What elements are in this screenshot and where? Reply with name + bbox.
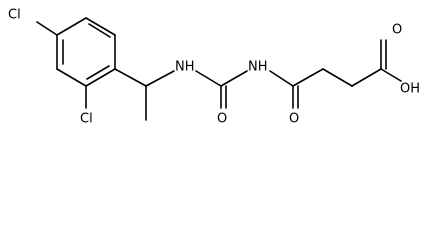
bond-urea-nh bbox=[220, 70, 248, 87]
atom-label-o-urea: O bbox=[217, 112, 227, 127]
bond-ring-inner-1 bbox=[88, 23, 111, 38]
bond-acid-oh bbox=[380, 68, 402, 82]
bond-ch2-cooh bbox=[351, 68, 382, 87]
atom-label-nh-amine: NH bbox=[175, 60, 195, 75]
bond-ring-bottom-left bbox=[56, 68, 87, 87]
bond-lines bbox=[36, 17, 402, 121]
atom-label-o-acid: O bbox=[392, 23, 402, 38]
bond-nh-urea-carbon bbox=[195, 70, 222, 87]
atom-label-cl-para: Cl bbox=[8, 8, 21, 23]
bond-ring-top-left bbox=[56, 17, 87, 36]
bond-ring-top-right bbox=[85, 17, 116, 36]
atom-labels: Cl Cl NH NH O O O OH bbox=[8, 8, 420, 127]
bond-ch-nh bbox=[145, 70, 175, 87]
chemical-structure-diagram: Cl Cl NH NH O O O OH bbox=[8, 8, 420, 127]
bond-ring-inner-2 bbox=[86, 65, 110, 80]
atom-label-nh-imide: NH bbox=[248, 60, 268, 75]
bond-keto-ch2 bbox=[292, 68, 324, 87]
bond-ch2-ch2 bbox=[322, 68, 353, 87]
bond-ring-bottom-right bbox=[85, 68, 116, 87]
bond-ring-cl-para bbox=[36, 21, 58, 36]
bond-nh-keto-carbon bbox=[269, 70, 294, 87]
atom-label-o-ketone: O bbox=[289, 112, 299, 127]
bond-ring-ch bbox=[114, 68, 147, 87]
atom-label-cl-ortho: Cl bbox=[80, 112, 93, 127]
atom-label-oh-acid: OH bbox=[400, 82, 420, 97]
